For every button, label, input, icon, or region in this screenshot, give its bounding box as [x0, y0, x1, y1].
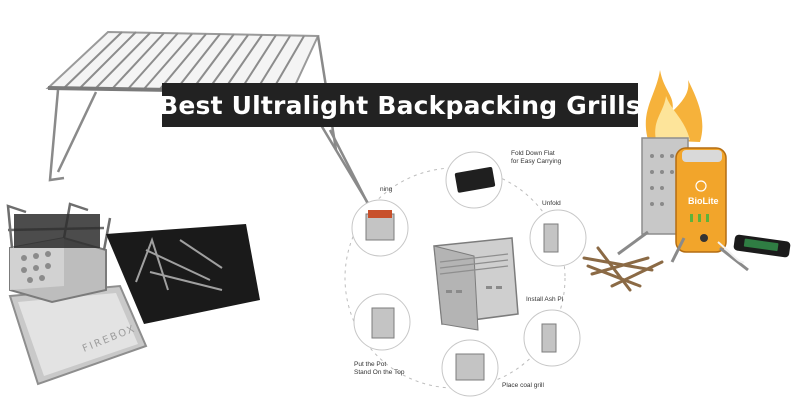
diagram-caption-install-ash: Install Ash Pl — [526, 296, 564, 303]
biolite-campstove-icon: BioLite — [582, 70, 791, 292]
svg-text:BioLite: BioLite — [688, 196, 719, 206]
page-title: Best Ultralight Backpacking Grills — [159, 90, 641, 120]
title-banner: Best Ultralight Backpacking Grills — [159, 83, 641, 127]
diagram-caption-place-coal: Place coal grill — [502, 382, 544, 389]
diagram-caption-grilling: ning — [380, 186, 393, 193]
diagram-caption-fold-flat: Fold Down Flat for Easy Carrying — [511, 150, 562, 165]
firebox-stove-icon: FIREBOX — [6, 202, 260, 386]
diagram-caption-unfold: Unfold — [542, 200, 561, 207]
diagram-caption-pot-stand: Put the Pot Stand On the Top — [354, 361, 405, 376]
assembly-diagram-icon — [344, 151, 587, 397]
